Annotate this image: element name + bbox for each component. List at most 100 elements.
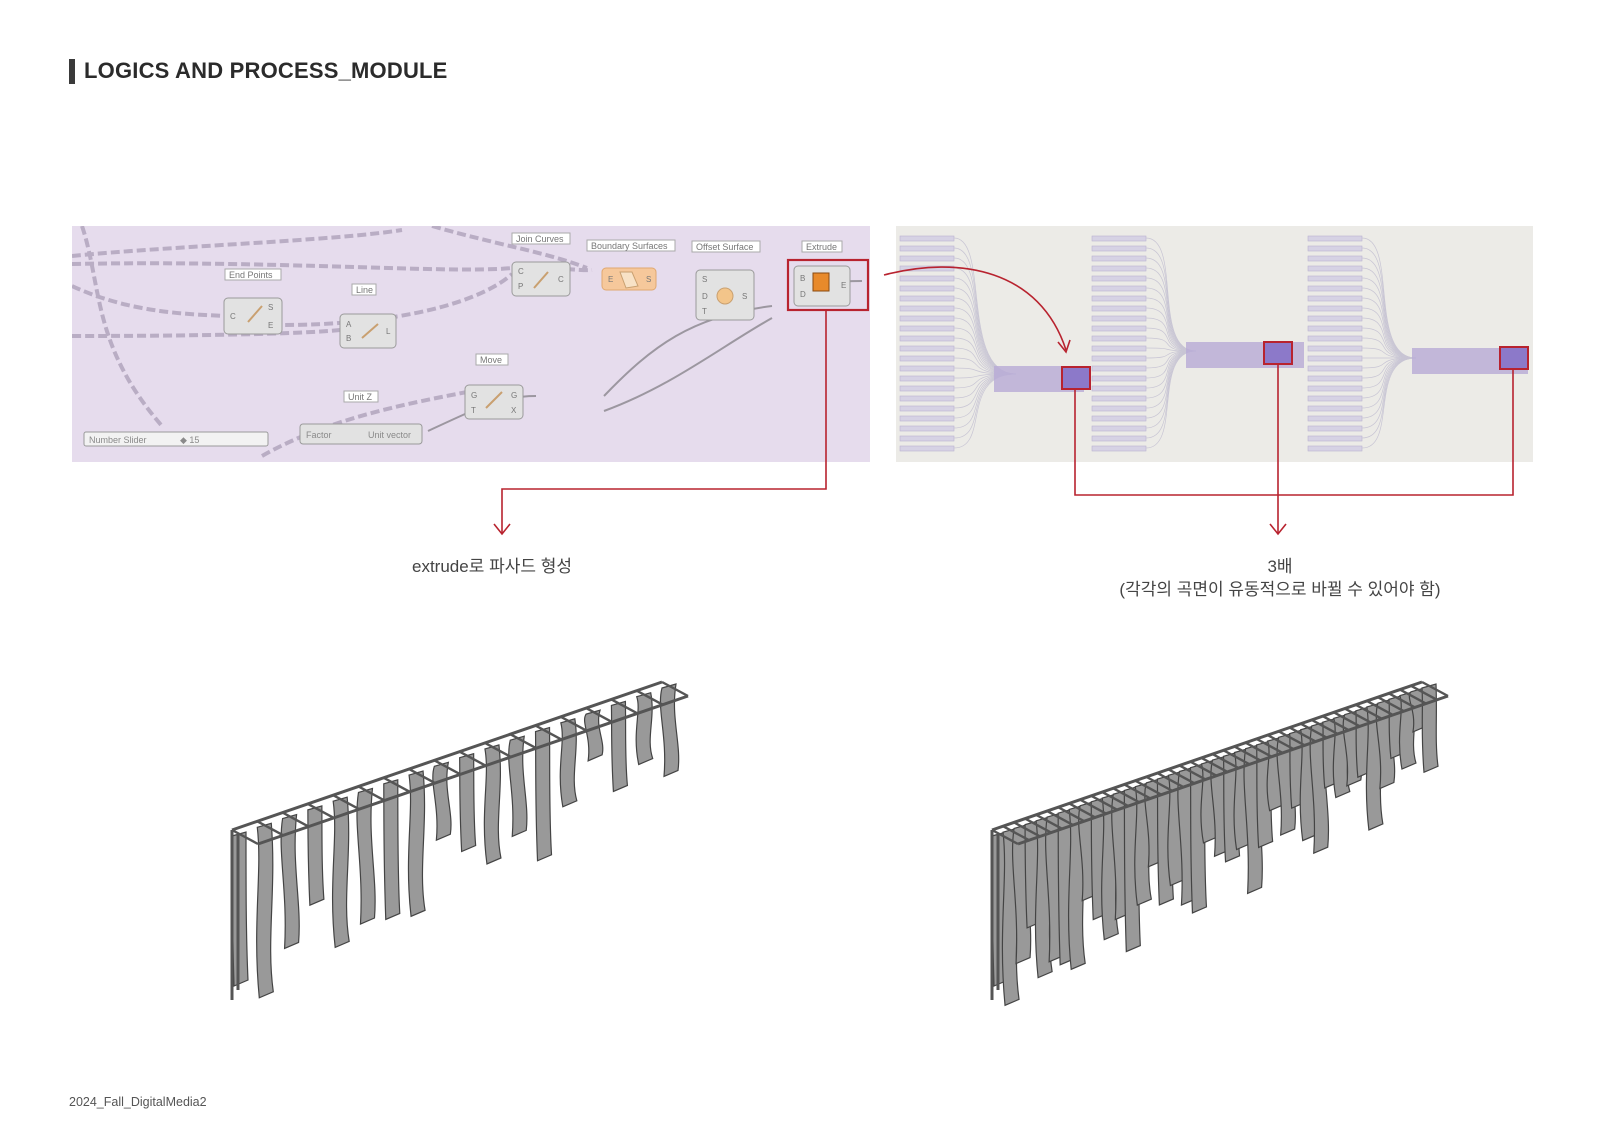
roof-slat: [1046, 809, 1074, 827]
wire: [1145, 237, 1197, 352]
param-row: [899, 355, 955, 362]
param-row: [899, 435, 955, 442]
slider-value: ◆ 15: [180, 435, 199, 445]
wire: [1145, 297, 1197, 352]
param-row: [1307, 435, 1363, 442]
wire: [1361, 277, 1417, 359]
param-row: [1091, 275, 1147, 282]
roof-slat: [1013, 821, 1041, 838]
svg-text:B: B: [800, 274, 805, 283]
node-unit-vector[interactable]: [299, 423, 423, 445]
svg-text:S: S: [268, 303, 273, 312]
param-row: [899, 245, 955, 252]
roof-slat: [1311, 718, 1339, 736]
facade-fins-dense: [991, 683, 1439, 1007]
caption-left: extrude로 파사드 형성: [412, 557, 572, 576]
param-row: [1307, 275, 1363, 282]
roof-slat: [1289, 726, 1317, 743]
param-row: [1091, 315, 1147, 322]
roof-slat: [1167, 768, 1195, 785]
param-row: [899, 445, 955, 452]
param-row: [1307, 295, 1363, 302]
facade-fin: [659, 683, 680, 778]
tripled-canvas: [899, 235, 1529, 452]
roof-slat: [332, 794, 360, 811]
facade-fin: [508, 735, 528, 838]
wire: [1145, 350, 1197, 449]
roof-slat: [1068, 802, 1096, 819]
page-header: LOGICS AND PROCESS_MODULE: [69, 58, 448, 84]
roof-frame: [230, 680, 689, 1000]
facade-fin: [231, 831, 249, 987]
roof-slat: [408, 768, 436, 785]
param-row: [899, 345, 955, 352]
facade-fin: [407, 770, 426, 918]
param-row: [1091, 375, 1147, 382]
svg-text:S: S: [702, 275, 707, 284]
param-row: [899, 335, 955, 342]
param-row: [1091, 265, 1147, 272]
svg-text:G: G: [471, 391, 477, 400]
param-row: [1307, 265, 1363, 272]
roof-slat: [1057, 806, 1085, 823]
param-row: [1091, 245, 1147, 252]
roof-slat: [1145, 775, 1173, 792]
facade-fin: [635, 691, 654, 766]
wire: [1361, 237, 1417, 359]
param-row: [899, 285, 955, 292]
param-row: [1091, 305, 1147, 312]
wire: [1361, 327, 1417, 359]
title-accent-bar: [69, 58, 75, 84]
param-row: [1307, 405, 1363, 412]
label-end-points: End Points: [229, 270, 273, 280]
param-row: [1091, 355, 1147, 362]
roof-slat: [1200, 756, 1229, 773]
param-row: [1091, 295, 1147, 302]
wire: [1145, 277, 1197, 352]
wire: [1361, 247, 1417, 359]
roof-slat: [1002, 825, 1030, 842]
roof-slat: [307, 802, 335, 819]
slider-label: Number Slider: [89, 435, 147, 445]
roof-slat: [433, 759, 461, 776]
param-row: [899, 255, 955, 262]
wire: [1361, 317, 1417, 359]
label-join-curves: Join Curves: [516, 234, 564, 244]
facade-fins: [231, 683, 680, 999]
roof-slat: [661, 680, 689, 698]
param-row: [1091, 335, 1147, 342]
svg-text:T: T: [471, 406, 476, 415]
roof-slat: [1377, 696, 1405, 713]
roof-slat: [1366, 699, 1394, 717]
facade-fin: [356, 787, 376, 925]
roof-slat: [534, 724, 563, 741]
param-row: [899, 405, 955, 412]
wire: [1145, 247, 1197, 352]
param-row: [1091, 365, 1147, 372]
roof-slat: [509, 733, 537, 750]
svg-text:B: B: [346, 334, 351, 343]
roof-slat: [459, 750, 487, 767]
param-row: [1307, 385, 1363, 392]
param-row: [1091, 285, 1147, 292]
wire: [1145, 287, 1197, 352]
number-slider[interactable]: [83, 431, 269, 447]
svg-text:C: C: [230, 312, 236, 321]
roof-slat: [1112, 787, 1140, 804]
caption-right-line2: (각각의 곡면이 유동적으로 바뀔 수 있어야 함): [1119, 580, 1441, 599]
param-row: [899, 265, 955, 272]
param-row: [1307, 375, 1363, 382]
node-move[interactable]: [464, 384, 524, 420]
param-row: [1091, 325, 1147, 332]
svg-text:E: E: [268, 321, 273, 330]
grasshopper-definition-panel: End Points Line Join Curves Boundary Sur…: [72, 226, 870, 462]
roof-slat: [1245, 741, 1273, 758]
node-line[interactable]: [339, 313, 397, 349]
unit-vector-factor: Factor: [306, 430, 332, 440]
wire: [1361, 297, 1417, 359]
facade-fin: [584, 709, 604, 762]
roof-slat: [1189, 760, 1218, 777]
wire: [1145, 327, 1197, 352]
svg-text:C: C: [518, 267, 524, 276]
